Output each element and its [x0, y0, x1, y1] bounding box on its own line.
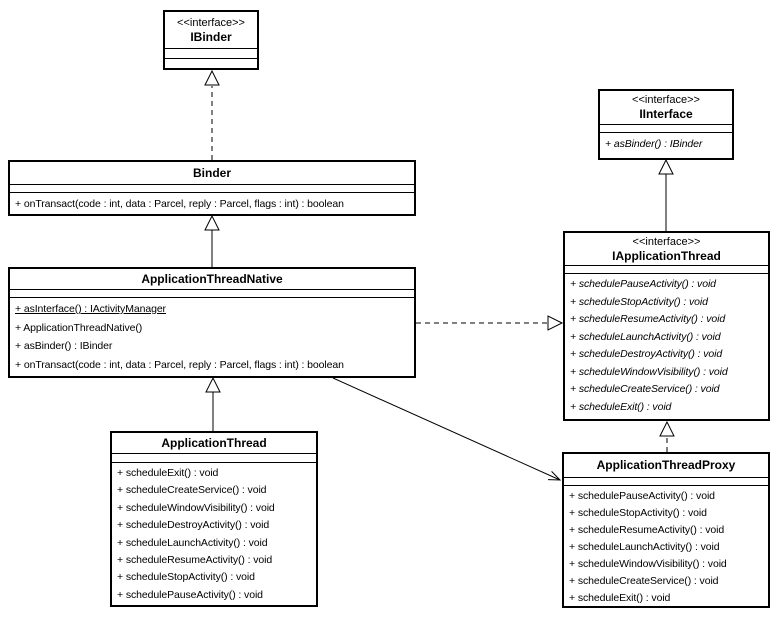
method: + scheduleCreateService() : void [569, 575, 719, 587]
class-application-thread-native: ApplicationThreadNative + asInterface() … [8, 267, 416, 378]
class-application-thread-proxy-attributes-compartment [564, 478, 768, 486]
class-application-thread-attributes-compartment [112, 454, 316, 463]
method: + scheduleLaunchActivity() : void [117, 536, 268, 549]
class-iinterface-stereotype: <<interface>> [632, 94, 700, 106]
method: + scheduleWindowVisibility() : void [569, 558, 727, 570]
class-binder: Binder + onTransact(code : int, data : P… [8, 160, 416, 216]
method: + onTransact(code : int, data : Parcel, … [15, 358, 344, 371]
method: + schedulePauseActivity() : void [117, 588, 263, 601]
class-application-thread-proxy-methods-compartment: + schedulePauseActivity() : void + sched… [564, 486, 768, 606]
class-application-thread-proxy-name: ApplicationThreadProxy [596, 458, 736, 472]
generalization-arrow-iapplicationthread-to-iinterface [658, 158, 674, 231]
class-application-thread-native-methods-compartment: + asInterface() : IActivityManager + App… [10, 298, 414, 376]
method: + scheduleExit() : void [569, 592, 671, 604]
class-iapplication-thread-name: IApplicationThread [612, 248, 721, 263]
class-binder-header: Binder [10, 162, 414, 185]
method: + asBinder() : IBinder [605, 138, 703, 150]
class-application-thread-native-name: ApplicationThreadNative [141, 271, 283, 286]
method: + scheduleDestroyActivity() : void [117, 519, 270, 532]
class-iapplication-thread-methods-compartment: + schedulePauseActivity() : void + sched… [565, 274, 768, 419]
class-application-thread-native-header: ApplicationThreadNative [10, 269, 414, 290]
class-iinterface-attributes-compartment [600, 125, 732, 133]
generalization-arrow-appthread-to-atn [205, 376, 221, 431]
realization-arrow-proxy-to-iapplicationthread [659, 420, 675, 452]
class-ibinder: <<interface>> IBinder [163, 10, 259, 70]
class-binder-methods-compartment: + onTransact(code : int, data : Parcel, … [10, 193, 414, 214]
method: + scheduleLaunchActivity() : void [569, 541, 720, 553]
method: + scheduleWindowVisibility() : void [570, 365, 728, 378]
class-ibinder-methods-compartment [165, 59, 257, 68]
association-arrow-atn-to-proxy [332, 377, 562, 481]
class-ibinder-header: <<interface>> IBinder [165, 12, 257, 49]
method: + schedulePauseActivity() : void [569, 490, 715, 502]
generalization-arrow-atn-to-binder [204, 214, 220, 267]
class-iinterface-name: IInterface [639, 107, 693, 121]
class-iapplication-thread-attributes-compartment [565, 266, 768, 274]
class-ibinder-stereotype: <<interface>> [177, 16, 245, 29]
method: + scheduleCreateService() : void [117, 484, 267, 497]
class-application-thread-methods-compartment: + scheduleExit() : void + scheduleCreate… [112, 463, 316, 605]
method: + scheduleCreateService() : void [570, 383, 720, 395]
class-application-thread: ApplicationThread + scheduleExit() : voi… [110, 431, 318, 607]
class-iinterface-header: <<interface>> IInterface [600, 91, 732, 125]
method: + scheduleResumeActivity() : void [569, 524, 725, 536]
realization-arrow-atn-to-iapplicationthread [416, 315, 564, 331]
method: + scheduleStopActivity() : void [570, 295, 708, 308]
method: + scheduleWindowVisibility() : void [117, 501, 275, 514]
class-iinterface-methods-compartment: + asBinder() : IBinder [600, 133, 732, 158]
method: + asInterface() : IActivityManager [15, 303, 166, 315]
method: + scheduleExit() : void [570, 400, 672, 413]
class-iapplication-thread-header: <<interface>> IApplicationThread [565, 233, 768, 266]
method: + scheduleLaunchActivity() : void [570, 330, 721, 343]
class-application-thread-header: ApplicationThread [112, 433, 316, 454]
method: + scheduleDestroyActivity() : void [570, 348, 723, 360]
class-application-thread-native-attributes-compartment [10, 290, 414, 298]
class-iapplication-thread: <<interface>> IApplicationThread + sched… [563, 231, 770, 421]
method: + scheduleExit() : void [117, 467, 219, 479]
method: + scheduleStopActivity() : void [569, 507, 707, 519]
class-application-thread-proxy: ApplicationThreadProxy + schedulePauseAc… [562, 452, 770, 608]
method: + scheduleResumeActivity() : void [117, 554, 273, 567]
class-application-thread-name: ApplicationThread [161, 435, 267, 450]
class-ibinder-name: IBinder [190, 29, 232, 44]
class-ibinder-attributes-compartment [165, 49, 257, 59]
method: + onTransact(code : int, data : Parcel, … [15, 198, 344, 210]
method: + ApplicationThreadNative() [15, 321, 143, 334]
class-iinterface: <<interface>> IInterface + asBinder() : … [598, 89, 734, 160]
method: + scheduleResumeActivity() : void [570, 313, 726, 325]
method: + scheduleStopActivity() : void [117, 571, 255, 584]
class-binder-name: Binder [192, 165, 231, 180]
method: + schedulePauseActivity() : void [570, 278, 716, 290]
class-application-thread-proxy-header: ApplicationThreadProxy [564, 454, 768, 478]
class-iapplication-thread-stereotype: <<interface>> [632, 235, 701, 248]
method: + asBinder() : IBinder [15, 340, 113, 352]
class-binder-attributes-compartment [10, 185, 414, 193]
realization-arrow-binder-to-ibinder [204, 69, 220, 160]
